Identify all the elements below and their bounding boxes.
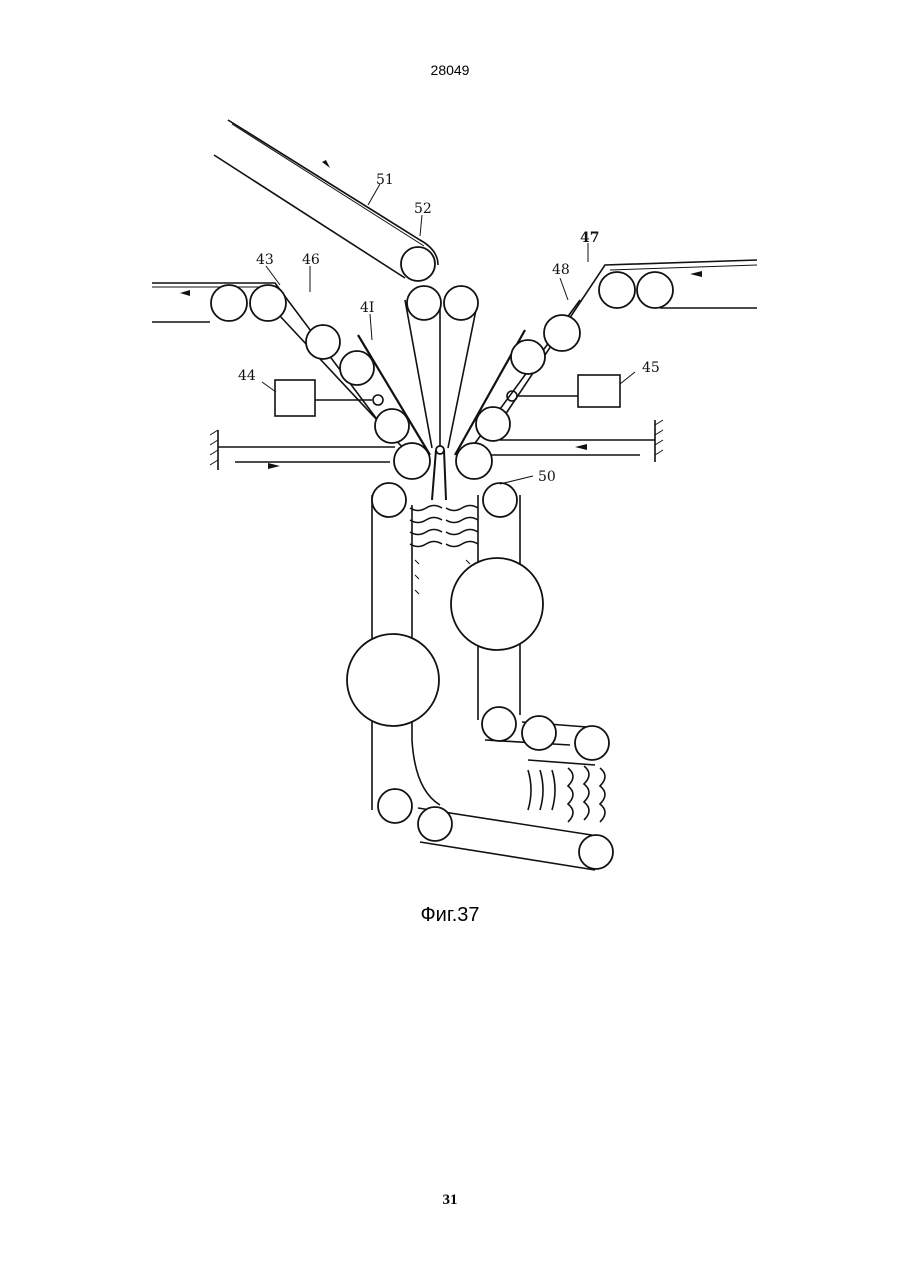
roller [579,835,613,869]
label-48: 48 [552,262,570,278]
roller [250,285,286,321]
label-45: 45 [642,360,660,376]
roller [456,443,492,479]
roller [407,286,441,320]
actuator-44 [275,380,315,416]
roller [306,325,340,359]
roller [544,315,580,351]
large-drum-left [347,634,439,726]
anchor-bar-left [218,430,395,470]
roller [211,285,247,321]
roller [511,340,545,374]
folded-stack-lower [528,766,605,822]
roller [401,247,435,281]
roller [340,351,374,385]
page-number: 31 [0,1192,900,1209]
nip-roller [436,446,444,454]
roller [483,483,517,517]
roller [522,716,556,750]
roller [476,407,510,441]
roller [482,707,516,741]
roller [575,726,609,760]
label-51: 51 [376,172,394,188]
figure-caption: Фиг.37 [0,904,900,927]
actuator-45 [578,375,620,407]
central-guide-belt [405,300,478,448]
roller [637,272,673,308]
roller [418,807,452,841]
folded-stack-right [446,506,478,547]
roller [375,409,409,443]
label-52: 52 [414,201,432,217]
label-44: 44 [238,368,256,384]
label-46: 46 [302,252,320,268]
large-drum-right [451,558,543,650]
roller [372,483,406,517]
label-43: 43 [256,252,274,268]
folded-stack-left [410,506,442,547]
label-50: 50 [538,469,556,485]
roller [378,789,412,823]
roller [599,272,635,308]
label-41: 4I [360,300,374,316]
roller [394,443,430,479]
roller [444,286,478,320]
label-47: 47 [580,230,599,246]
